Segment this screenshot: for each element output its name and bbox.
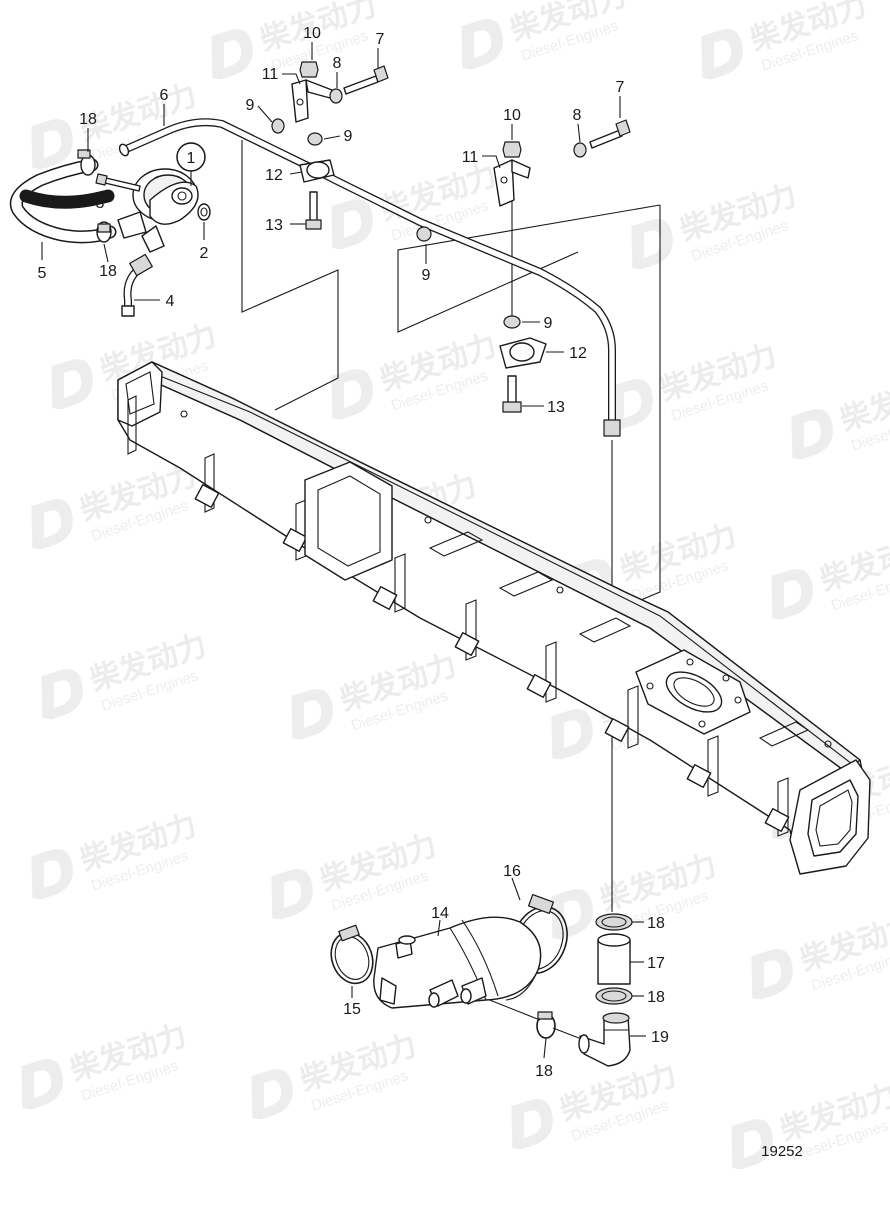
callout-7-left: 7	[376, 31, 385, 48]
callout-7-right: 7	[616, 79, 625, 96]
clamp-15	[330, 924, 374, 985]
figure-number: 19252	[761, 1143, 803, 1160]
callout-17: 17	[647, 955, 665, 972]
reference-lines	[241, 140, 661, 1041]
bolt-3	[95, 173, 141, 192]
clamp-18-upper	[77, 149, 96, 176]
callout-10-left: 10	[303, 25, 321, 42]
callout-14: 14	[431, 905, 449, 922]
bracket-assembly-right	[416, 119, 631, 413]
callout-18-a: 18	[79, 111, 97, 128]
seal-2	[197, 203, 211, 221]
pipe-14	[373, 916, 542, 1009]
callout-9-a: 9	[246, 97, 255, 114]
callout-18-c: 18	[647, 915, 665, 932]
clamp-18-lower	[536, 1011, 556, 1039]
callout-19: 19	[651, 1029, 669, 1046]
callout-9-d: 9	[544, 315, 553, 332]
callout-13-left: 13	[265, 217, 283, 234]
callout-16: 16	[503, 863, 521, 880]
callout-2: 2	[200, 245, 209, 262]
pipe-6	[118, 118, 621, 437]
callout-8-right: 8	[573, 107, 582, 124]
callout-labels: 1 2 3 4 5 6 7 7 8 8 9 9 9 9 10 10 11 11 …	[38, 25, 803, 1160]
callout-9-c: 9	[422, 267, 431, 284]
hose-5	[9, 158, 117, 244]
elbow-fitting-4	[121, 253, 153, 317]
callout-12-right: 12	[569, 345, 587, 362]
callout-11-right: 11	[462, 149, 479, 166]
valve-1	[117, 142, 206, 253]
callout-6: 6	[160, 87, 169, 104]
callout-11-left: 11	[262, 66, 279, 83]
callout-13-right: 13	[547, 399, 565, 416]
callout-8-left: 8	[333, 55, 342, 72]
callout-15: 15	[343, 1001, 361, 1018]
callout-1-circle	[176, 142, 206, 172]
callout-5: 5	[38, 265, 47, 282]
callout-18-d: 18	[647, 989, 665, 1006]
bracket-assembly-left	[271, 61, 389, 230]
elbow-19	[578, 1012, 631, 1067]
callout-12-left: 12	[265, 167, 283, 184]
callout-1: 1	[187, 150, 196, 167]
clamp-18-middle	[96, 221, 112, 243]
callout-4: 4	[166, 293, 175, 310]
callout-3: 3	[96, 195, 105, 212]
exhaust-manifold	[117, 361, 871, 875]
callout-10-right: 10	[503, 107, 521, 124]
callout-18-b: 18	[99, 263, 117, 280]
callout-leaders	[41, 42, 646, 1059]
callout-9-b: 9	[344, 128, 353, 145]
callout-18-e: 18	[535, 1063, 553, 1080]
hose-17	[595, 913, 633, 1005]
